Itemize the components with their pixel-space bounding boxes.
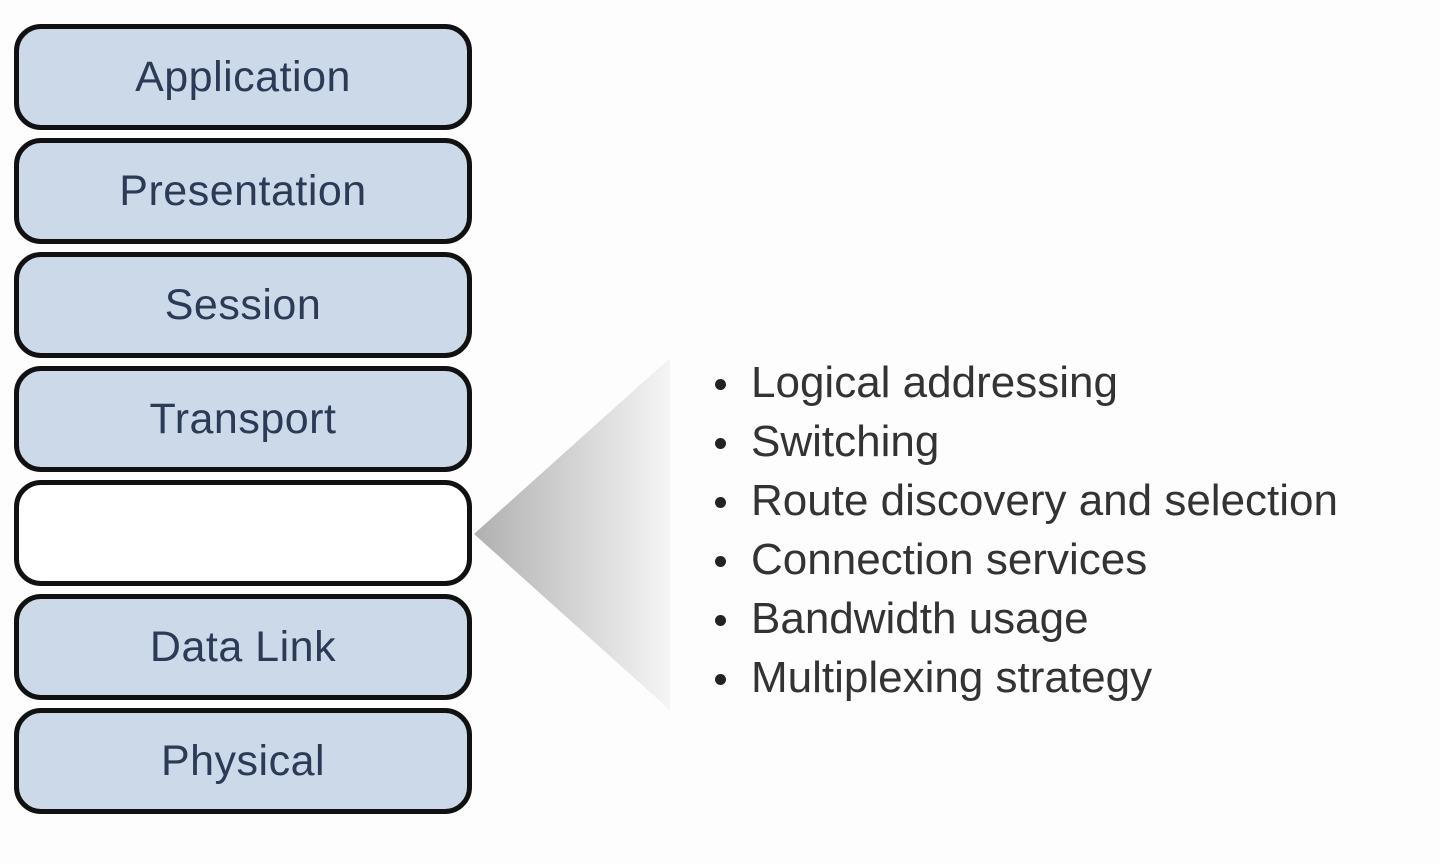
bullet-dot-icon xyxy=(715,615,726,626)
callout-triangle-icon xyxy=(474,358,670,710)
bullet-dot-icon xyxy=(715,379,726,390)
layer-box-application: Application xyxy=(14,24,472,130)
bullet-text: Switching xyxy=(751,416,940,466)
layer-label: Application xyxy=(135,52,351,101)
bullet-text: Route discovery and selection xyxy=(751,475,1338,525)
list-item: Bandwidth usage xyxy=(702,589,1338,648)
list-item: Switching xyxy=(702,412,1338,471)
layer-label: Physical xyxy=(160,736,326,785)
bullet-dot-icon xyxy=(715,674,726,685)
layer-box-data-link: Data Link xyxy=(14,594,472,700)
list-item: Multiplexing strategy xyxy=(702,648,1338,707)
bullet-text: Bandwidth usage xyxy=(751,593,1089,643)
layer-label: Transport xyxy=(149,394,337,443)
layer-label: Data Link xyxy=(149,622,337,671)
osi-layer-stack: Application Presentation Session Transpo… xyxy=(14,24,472,822)
bullet-dot-icon xyxy=(715,438,726,449)
layer-label: Session xyxy=(164,280,322,329)
list-item: Logical addressing xyxy=(702,353,1338,412)
layer-label: Presentation xyxy=(119,166,367,215)
layer-box-physical: Physical xyxy=(14,708,472,814)
bullet-text: Connection services xyxy=(751,534,1148,584)
bullet-text: Multiplexing strategy xyxy=(751,652,1153,702)
network-layer-function-list: Logical addressing Switching Route disco… xyxy=(702,353,1338,707)
layer-box-network-blank xyxy=(14,480,472,586)
list-item: Connection services xyxy=(702,530,1338,589)
bullet-text: Logical addressing xyxy=(751,357,1118,407)
bullet-dot-icon xyxy=(715,497,726,508)
list-item: Route discovery and selection xyxy=(702,471,1338,530)
bullet-dot-icon xyxy=(715,556,726,567)
layer-box-transport: Transport xyxy=(14,366,472,472)
layer-box-session: Session xyxy=(14,252,472,358)
layer-box-presentation: Presentation xyxy=(14,138,472,244)
